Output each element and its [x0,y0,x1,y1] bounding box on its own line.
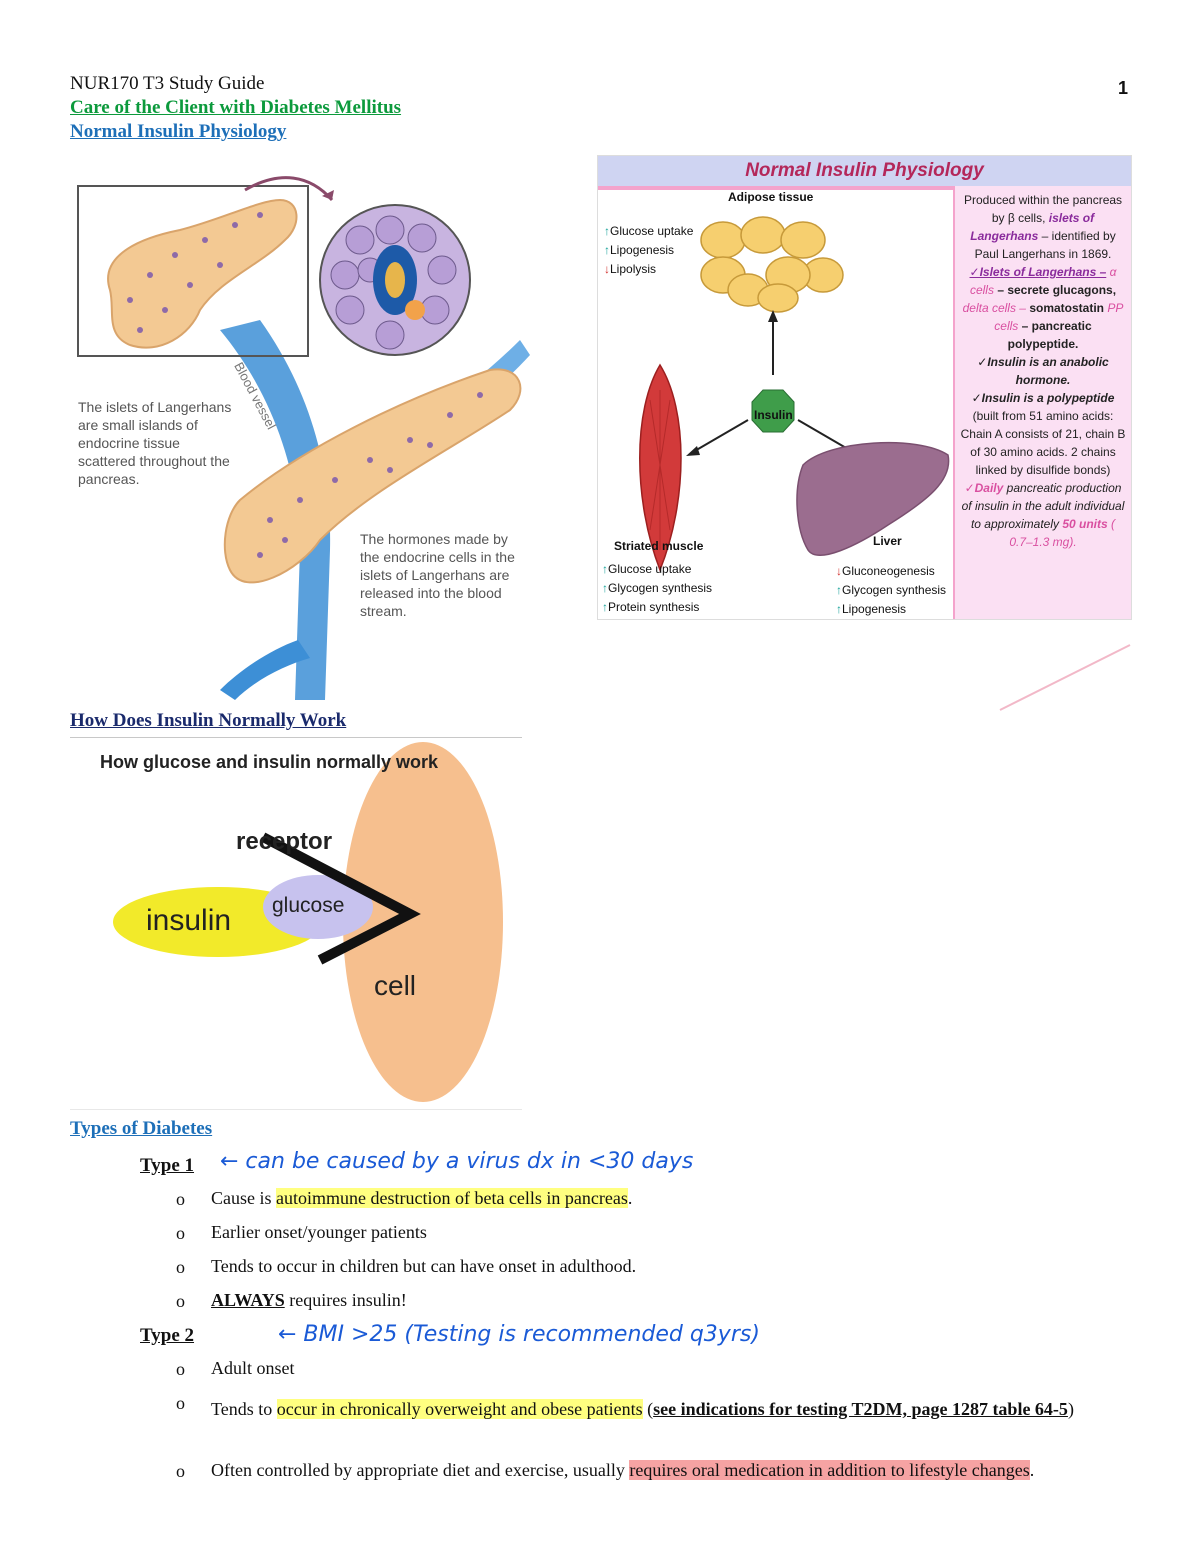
type1-handwritten-note: ← can be caused by a virus dx in <30 day… [220,1149,694,1174]
adipose-label: Adipose tissue [728,190,814,204]
pancreas-figure: Blood vessel The islets of Langerhans ar… [70,170,540,700]
insulin-section-title[interactable]: How Does Insulin Normally Work [70,710,347,731]
hormones-caption: The hormones made by the endocrine cells… [360,531,515,619]
sidebar-polypeptide: ✓Insulin is a polypeptide (built from 51… [960,391,1126,477]
adipose-effect: ↑Glucose uptake [604,224,694,238]
adipose-effects: ↑Glucose uptake ↑Lipogenesis ↓Lipolysis [604,222,693,279]
type2-handwritten-note: ← BMI >25 (Testing is recommended q3yrs) [278,1322,760,1347]
insulin-label: insulin [146,904,232,937]
bullet-mark: o [176,1257,185,1277]
liver-label: Liver [873,534,902,548]
insulin-label: Insulin [754,408,793,422]
muscle-effect: ↑Glycogen synthesis [602,581,713,595]
bullet-mark: o [176,1461,185,1481]
sidebar-anabolic: ✓Insulin is an anabolic hormone. [977,355,1109,387]
sidebar-produced: Produced within the pancreas by β cells,… [963,193,1123,261]
type2-bullet-onset: Adult onset [211,1358,295,1378]
bullet-mark: o [176,1291,185,1311]
glucose-label: glucose [272,894,345,917]
cell-label: cell [374,970,417,1001]
page-number: 1 [1118,78,1129,98]
liver-effect: ↓Gluconeogenesis [836,564,935,578]
liver-effect: ↑Lipogenesis [836,602,907,616]
type1-bullet-children: Tends to occur in children but can have … [211,1256,637,1276]
type1-label: Type 1 [140,1155,195,1176]
type1-bullet-cause: Cause is autoimmune destruction of beta … [211,1188,633,1208]
bullet-mark: o [176,1189,185,1209]
insulin-section-rule [70,737,522,738]
pancreas-illustration: Blood vessel [77,176,530,700]
types-title[interactable]: Types of Diabetes [70,1118,213,1139]
liver-effect: ↑Glycogen synthesis [836,583,947,597]
figure-title: How glucose and insulin normally work [100,752,439,772]
type2-bullet-overweight: Tends to occur in chronically overweight… [211,1399,1074,1419]
bullet-mark: o [176,1393,185,1413]
sidebar-islets: ✓Islets of Langerhans – α cells – secret… [962,265,1124,351]
document-header: NUR170 T3 Study Guide Care of the Client… [70,72,401,144]
type2-label: Type 2 [140,1325,195,1346]
physiology-figure: Normal Insulin Physiology Adipose tissue… [597,155,1132,620]
section-title[interactable]: Care of the Client with Diabetes Mellitu… [70,97,402,118]
muscle-effects: ↑Glucose uptake ↑Glycogen synthesis ↑Pro… [602,560,712,617]
muscle-label: Striated muscle [614,539,704,553]
figure-bottom-rule [70,1109,522,1110]
table-reference-link[interactable]: see indications for testing T2DM, page 1… [653,1399,1068,1419]
adipose-effect: ↑Lipogenesis [604,243,675,257]
subsection-title[interactable]: Normal Insulin Physiology [70,121,287,142]
muscle-effect: ↑Glucose uptake [602,562,692,576]
type2-bullet-medication: Often controlled by appropriate diet and… [211,1460,1035,1480]
adipose-effect: ↓Lipolysis [604,262,657,276]
physiology-sidebar: Produced within the pancreas by β cells,… [953,186,1131,619]
insulin-diagram [639,216,950,573]
glucose-insulin-figure: How glucose and insulin normally work re… [88,742,508,1102]
liver-effects: ↓Gluconeogenesis ↑Glycogen synthesis ↑Li… [836,562,946,619]
title-divider [598,186,1131,190]
muscle-effect: ↑Protein synthesis [602,600,700,614]
type1-bullet-onset: Earlier onset/younger patients [211,1222,427,1242]
bullet-mark: o [176,1223,185,1243]
course-title: NUR170 T3 Study Guide [70,73,265,94]
type1-bullet-insulin: ALWAYS requires insulin! [211,1290,407,1310]
receptor-label: receptor [236,828,333,855]
bullet-mark: o [176,1359,185,1379]
physiology-title: Normal Insulin Physiology [598,156,1131,186]
sidebar-daily: ✓Daily pancreatic production of insulin … [961,481,1125,549]
glucose-insulin-diagram [113,742,503,1102]
decorative-line [999,644,1131,711]
islets-caption: The islets of Langerhans are small islan… [78,399,232,487]
